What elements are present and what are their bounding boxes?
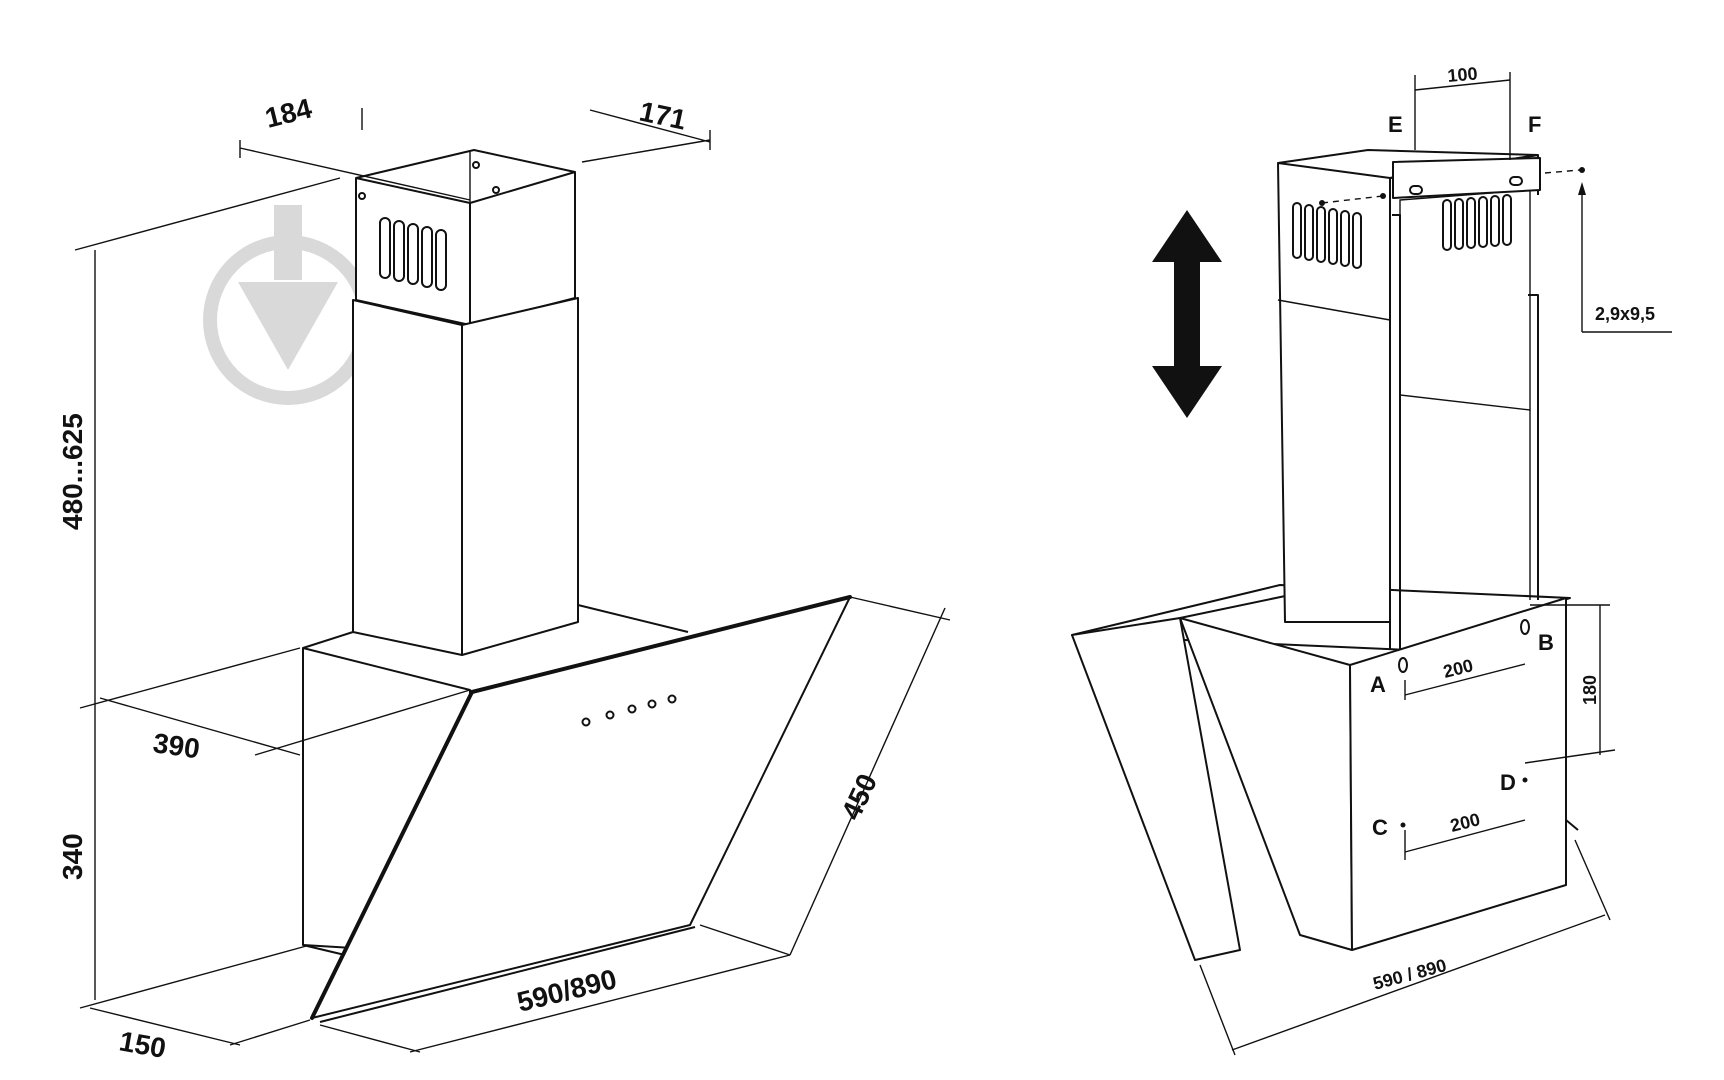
dim-glass-height: 450 — [835, 769, 883, 824]
right-hood-drawing: E F 100 2,9x9,5 A B C D 200 200 180 590 … — [1071, 63, 1672, 1056]
dim-width: 590/890 — [514, 963, 620, 1018]
dim-height-range: 480...625 — [57, 413, 88, 530]
right-dimension-lines — [1199, 72, 1616, 1056]
dim-chimney-width: 184 — [262, 92, 315, 133]
label-f: F — [1528, 112, 1541, 137]
dim-bottom-depth: 150 — [117, 1025, 168, 1064]
label-c: C — [1372, 815, 1388, 840]
label-e: E — [1388, 112, 1403, 137]
control-buttons — [581, 694, 677, 727]
dim-bracket-spacing: 100 — [1447, 63, 1479, 86]
dim-body-depth: 390 — [151, 727, 202, 764]
left-dimension-lines — [74, 108, 951, 1053]
adjust-height-arrow-icon — [1152, 210, 1222, 418]
watermark-logo-left — [203, 205, 373, 405]
mounting-holes — [1398, 619, 1530, 828]
dim-vertical-spacing: 180 — [1580, 675, 1600, 705]
dim-body-height: 340 — [57, 833, 88, 880]
vent-slots-left — [379, 217, 447, 291]
label-d: D — [1500, 770, 1516, 795]
label-b: B — [1538, 630, 1554, 655]
left-hood-drawing: 184 171 480...625 390 340 450 590/890 15… — [57, 92, 951, 1064]
dim-chimney-depth: 171 — [637, 96, 689, 136]
dim-screw-size: 2,9x9,5 — [1595, 304, 1655, 324]
dim-width-right: 590 / 890 — [1371, 955, 1449, 994]
label-a: A — [1370, 672, 1386, 697]
vent-slots-right — [1292, 194, 1512, 269]
